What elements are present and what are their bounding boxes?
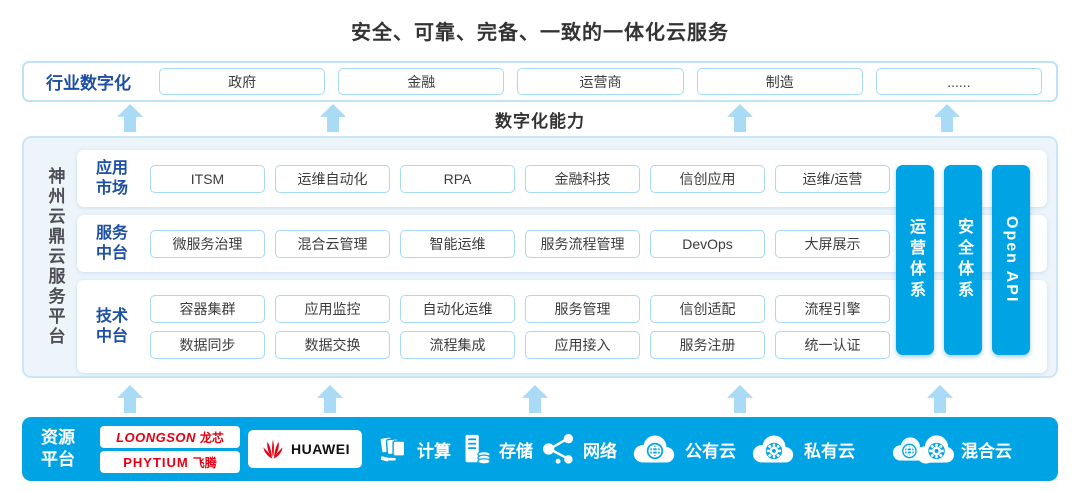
industry-row-label: 行业数字化 <box>46 74 131 93</box>
resource-item-network: 网络 <box>542 433 617 465</box>
industry-box-finance: 金融 <box>338 68 505 95</box>
capability-box-app-access: 应用接入 <box>525 330 640 359</box>
industry-box-government: 政府 <box>159 68 326 95</box>
service-middle-platform-label: 服务中台 <box>96 224 129 262</box>
pillar-security-system: 安全体系 <box>944 165 982 355</box>
resource-item-private-cloud: 私有云 <box>749 432 855 466</box>
industry-digitalization-row: 行业数字化 政府 金融 运营商 制造 ...... <box>22 61 1058 102</box>
loongson-logo: LOONGSON 龙芯 <box>100 426 240 448</box>
capability-box-automated-ops: 自动化运维 <box>400 294 515 323</box>
cloud-service-platform-panel: 神州云鼎云服务平台 应用市场 ITSM 运维自动化 RPA 金融科技 信创应用 … <box>22 136 1058 378</box>
up-arrow-icon <box>727 385 753 413</box>
capability-box-dashboard: 大屏展示 <box>775 229 890 258</box>
storage-icon <box>462 433 492 465</box>
technology-middle-platform-row: 技术中台 容器集群 应用监控 自动化运维 服务管理 信创适配 流程引擎 数据同步… <box>77 280 1047 373</box>
capability-band-label: 数字化能力 <box>495 112 585 131</box>
phytium-cn-name: 飞腾 <box>192 455 217 470</box>
phytium-logo: PHYTIUM 飞腾 <box>100 451 240 473</box>
industry-box-more: ...... <box>875 68 1043 95</box>
huawei-wordmark: HUAWEI <box>291 441 350 457</box>
capability-box-xinchuang-adapt: 信创适配 <box>650 294 765 323</box>
capability-box-xinchuang-app: 信创应用 <box>650 164 765 193</box>
compute-icon <box>378 433 410 465</box>
capability-box-itsm: ITSM <box>150 164 265 193</box>
capability-box-process-integration: 流程集成 <box>400 330 515 359</box>
resource-platform-bar: 资源平台 LOONGSON 龙芯 PHYTIUM 飞腾 <box>22 417 1058 481</box>
pillar-operations-system: 运营体系 <box>896 165 934 355</box>
hybrid-cloud-icon <box>890 432 954 466</box>
up-arrow-icon <box>522 385 548 413</box>
industry-box-operator: 运营商 <box>517 68 684 95</box>
capability-box-service-process-mgmt: 服务流程管理 <box>525 229 640 258</box>
page-title: 安全、可靠、完备、一致的一体化云服务 <box>351 22 729 44</box>
network-icon <box>542 433 576 465</box>
capability-box-data-exchange: 数据交换 <box>275 330 390 359</box>
resource-item-label: 存储 <box>499 441 533 461</box>
capability-box-app-monitoring: 应用监控 <box>275 294 390 323</box>
phytium-wordmark: PHYTIUM <box>123 454 189 470</box>
up-arrow-icon <box>317 385 343 413</box>
resource-item-label: 私有云 <box>804 441 855 461</box>
capability-box-service-mgmt: 服务管理 <box>525 294 640 323</box>
resource-item-label: 计算 <box>417 441 451 461</box>
resource-platform-label: 资源平台 <box>41 427 75 469</box>
resource-arrow-band <box>0 384 1080 414</box>
resource-item-label: 公有云 <box>685 441 736 461</box>
capability-box-devops: DevOps <box>650 229 765 258</box>
resource-item-compute: 计算 <box>378 433 451 465</box>
up-arrow-icon <box>117 385 143 413</box>
technology-middle-platform-label: 技术中台 <box>96 307 129 345</box>
resource-item-public-cloud: 公有云 <box>630 432 736 466</box>
capability-band: 数字化能力 <box>0 103 1080 133</box>
application-market-row: 应用市场 ITSM 运维自动化 RPA 金融科技 信创应用 运维/运营 <box>77 150 1047 207</box>
loongson-wordmark: LOONGSON <box>116 429 196 445</box>
capability-box-ops-automation: 运维自动化 <box>275 164 390 193</box>
resource-item-label: 网络 <box>583 441 617 461</box>
resource-item-label: 混合云 <box>961 441 1012 461</box>
capability-box-container-cluster: 容器集群 <box>150 294 265 323</box>
pillar-open-api: Open API <box>992 165 1030 355</box>
public-cloud-icon <box>630 432 678 466</box>
private-cloud-icon <box>749 432 797 466</box>
loongson-cn-name: 龙芯 <box>199 430 224 445</box>
capability-box-service-registry: 服务注册 <box>650 330 765 359</box>
capability-box-ops-operation: 运维/运营 <box>775 164 890 193</box>
capability-box-rpa: RPA <box>400 164 515 193</box>
service-middle-platform-row: 服务中台 微服务治理 混合云管理 智能运维 服务流程管理 DevOps 大屏展示 <box>77 215 1047 272</box>
platform-name-vertical: 神州云鼎云服务平台 <box>45 167 65 347</box>
capability-box-intelligent-ops: 智能运维 <box>400 229 515 258</box>
capability-box-data-sync: 数据同步 <box>150 330 265 359</box>
capability-box-microservice-governance: 微服务治理 <box>150 229 265 258</box>
capability-box-unified-auth: 统一认证 <box>775 330 890 359</box>
application-market-label: 应用市场 <box>96 159 129 197</box>
capability-box-fintech: 金融科技 <box>525 164 640 193</box>
up-arrow-icon <box>927 385 953 413</box>
capability-box-process-engine: 流程引擎 <box>775 294 890 323</box>
industry-box-manufacturing: 制造 <box>696 68 863 95</box>
capability-box-hybrid-cloud-mgmt: 混合云管理 <box>275 229 390 258</box>
huawei-logo: HUAWEI <box>248 430 362 468</box>
resource-item-hybrid-cloud: 混合云 <box>890 432 1012 466</box>
industry-boxes: 政府 金融 运营商 制造 ...... <box>159 68 1043 95</box>
huawei-flower-icon <box>260 437 286 461</box>
resource-item-storage: 存储 <box>462 433 533 465</box>
